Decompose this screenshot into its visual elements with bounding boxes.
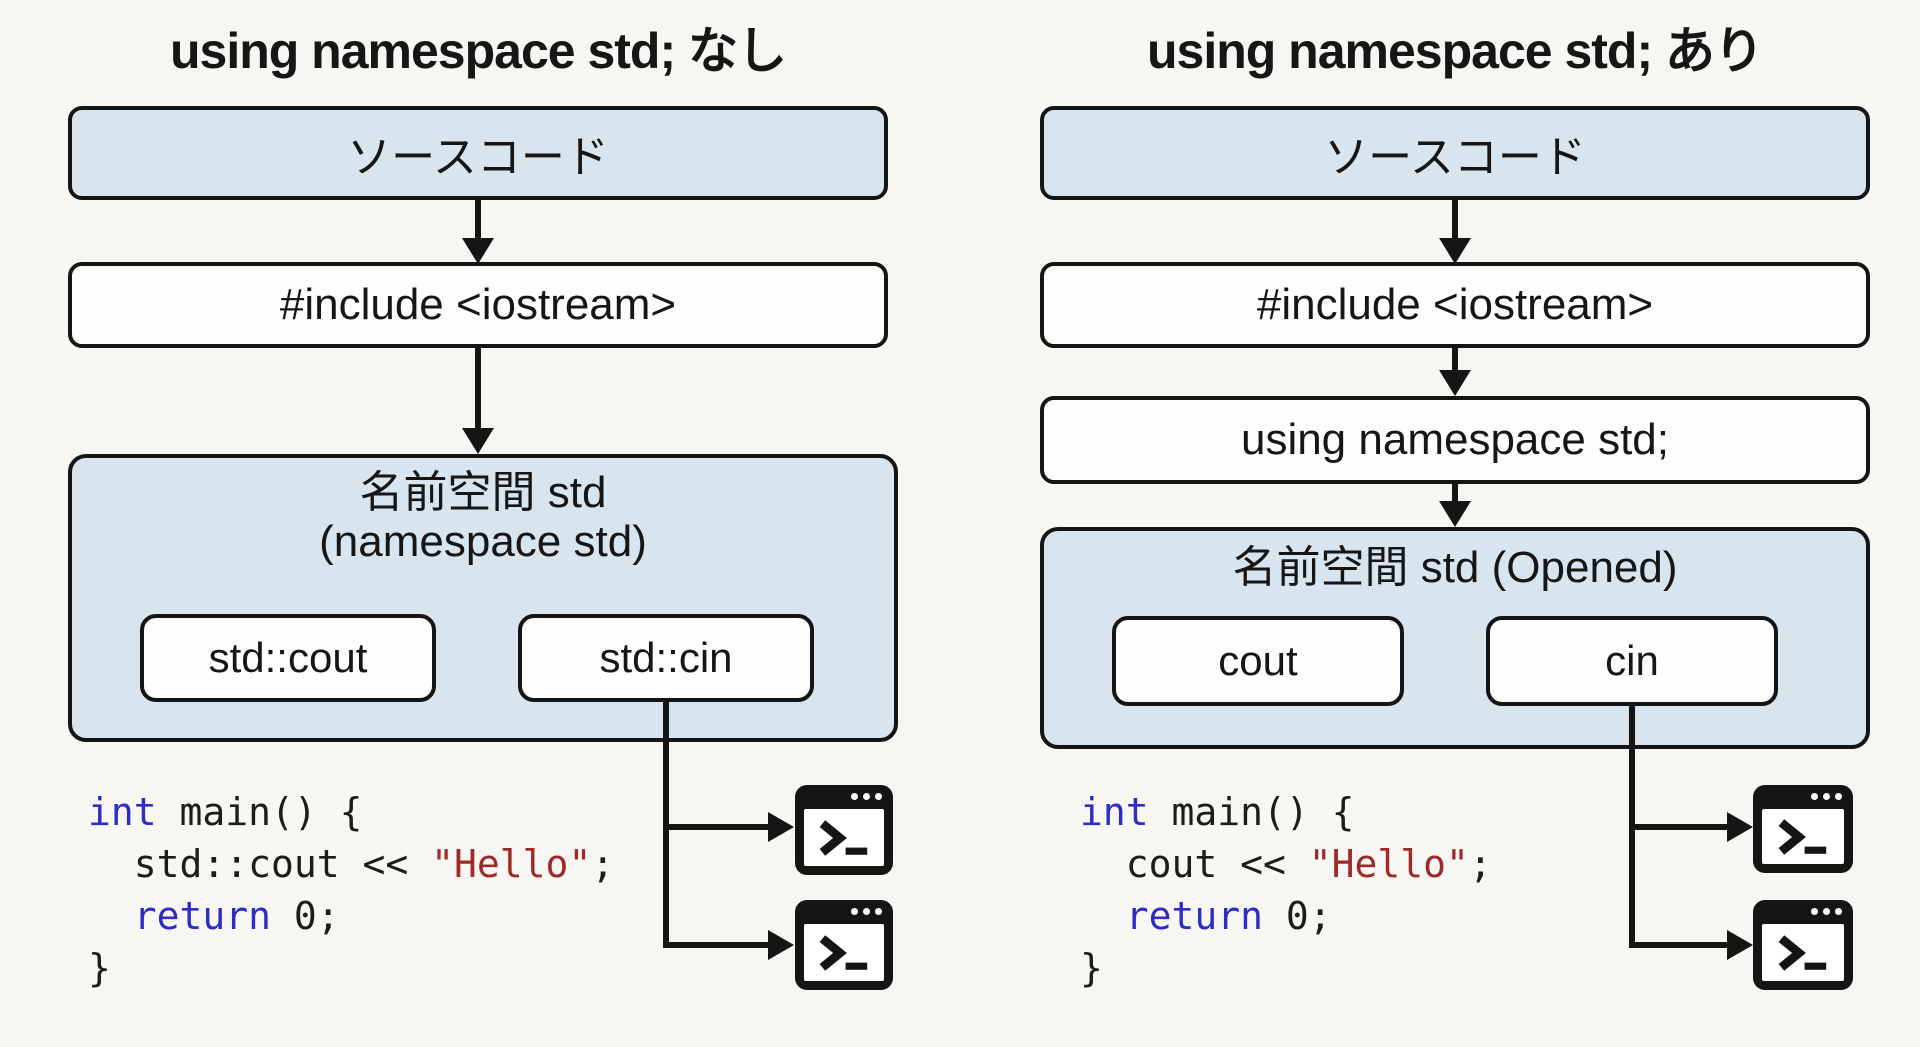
terminal-screen [804,924,884,981]
code-line: std::cout << "Hello"; [88,842,615,886]
right-arrow-3-shaft [1452,482,1458,503]
right-code-snippet: int main() { cout << "Hello"; return 0;} [1080,786,1492,994]
left-terminal-icon-bottom [795,900,893,990]
code-line: } [1080,946,1103,990]
code-line: int main() { [1080,790,1355,834]
code-line: } [88,946,111,990]
right-cout-label: cout [1218,637,1298,684]
left-connector-branch-top [663,824,769,830]
left-connector-arrow-bottom [768,930,794,960]
right-cout-box: cout [1112,616,1404,706]
code-line: int main() { [88,790,363,834]
right-using-namespace-label: using namespace std; [1240,415,1670,464]
terminal-prompt-icon [1778,818,1827,855]
right-connector-arrow-top [1727,812,1753,842]
right-column-title: using namespace std; あり [1146,23,1764,79]
left-include-box: #include <iostream> [68,262,888,348]
right-using-namespace-box: using namespace std; [1040,396,1870,484]
left-include-label: #include <iostream> [279,280,677,329]
code-line: return 0; [1125,894,1332,938]
code-line: cout << "Hello"; [1080,842,1492,886]
left-column-title: using namespace std; なし [169,23,787,79]
right-arrow-1-head [1439,238,1471,264]
left-arrow-1-shaft [475,198,481,240]
terminal-prompt-icon [1778,934,1827,971]
terminal-prompt-icon [819,819,868,856]
terminal-screen [1762,924,1844,981]
right-connector-arrow-bottom [1727,930,1753,960]
right-arrow-1-shaft [1452,198,1458,240]
terminal-dots-icon [851,908,882,915]
right-terminal-icon-top [1753,785,1853,873]
right-connector-branch-bottom [1629,942,1729,948]
right-include-label: #include <iostream> [1256,280,1654,329]
right-terminal-icon-bottom [1753,900,1853,990]
terminal-dots-icon [1811,793,1842,800]
left-source-code-box: ソースコード [68,106,888,200]
right-cin-label: cin [1605,637,1659,684]
right-source-code-label: ソースコード [1324,133,1586,182]
right-source-code-box: ソースコード [1040,106,1870,200]
code-line: return 0; [133,894,340,938]
right-namespace-title: 名前空間 std (Opened) [1232,543,1678,592]
right-cin-box: cin [1486,616,1778,706]
right-arrow-3-head [1439,501,1471,527]
left-connector-branch-bottom [663,942,769,948]
left-cin-label: std::cin [599,634,733,681]
right-arrow-2-head [1439,370,1471,396]
left-cin-box: std::cin [518,614,814,702]
left-arrow-1-head [462,238,494,264]
terminal-dots-icon [1811,908,1842,915]
right-connector-branch-top [1629,824,1729,830]
left-cout-box: std::cout [140,614,436,702]
left-cout-label: std::cout [208,634,368,681]
right-include-box: #include <iostream> [1040,262,1870,348]
left-namespace-title-line2: (namespace std) [319,517,647,566]
left-source-code-label: ソースコード [347,133,609,182]
terminal-screen [804,809,884,866]
left-arrow-2-shaft [475,346,481,430]
left-code-snippet: int main() { std::cout << "Hello"; retur… [88,786,614,994]
terminal-screen [1762,809,1844,864]
left-namespace-title-line1: 名前空間 std [359,468,607,517]
terminal-dots-icon [851,793,882,800]
right-arrow-2-shaft [1452,346,1458,372]
left-arrow-2-head [462,428,494,454]
terminal-prompt-icon [819,934,868,971]
left-connector-arrow-top [768,812,794,842]
left-terminal-icon-top [795,785,893,875]
